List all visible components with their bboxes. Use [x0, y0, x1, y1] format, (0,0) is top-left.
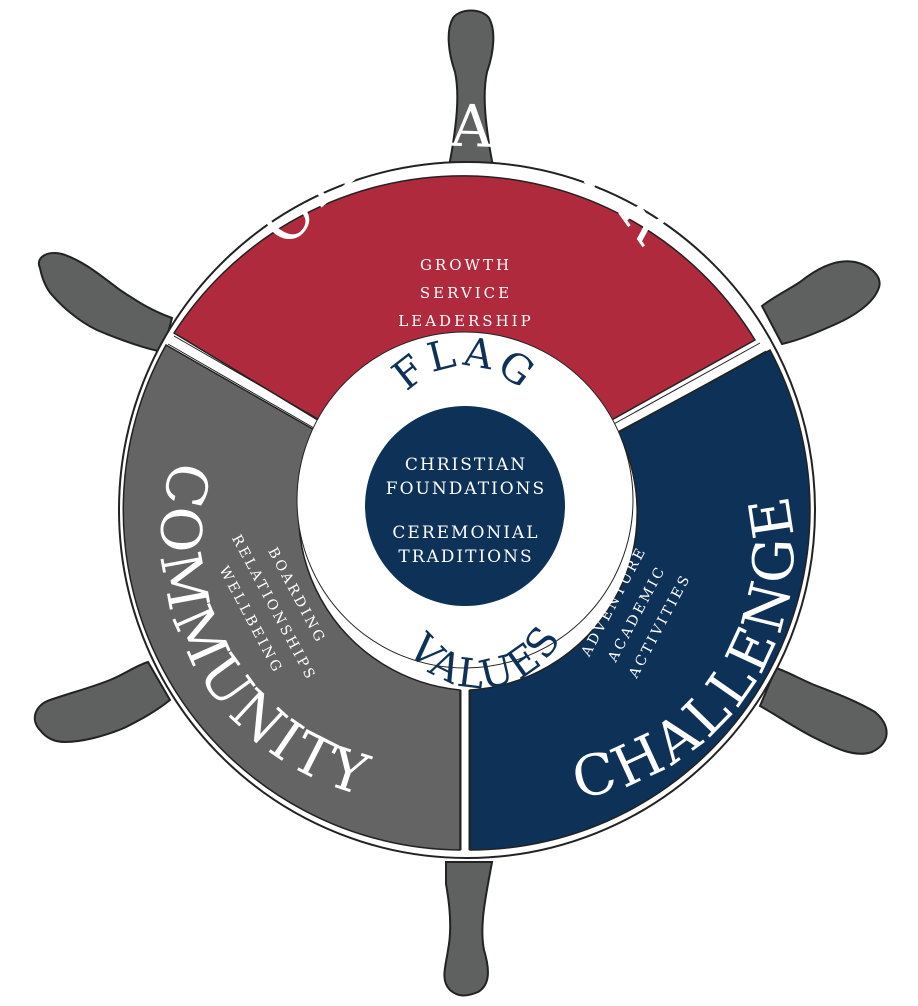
sector-community: [122, 343, 461, 851]
sector-challenge: [469, 348, 811, 851]
center-line-christian: CHRISTIAN: [405, 455, 527, 475]
handle-bottom: [443, 861, 494, 997]
sector-dividers: [167, 335, 767, 850]
handle-lower-left: [33, 660, 172, 744]
handle-lower-right: [758, 666, 888, 755]
wheel-handles: [33, 9, 888, 997]
handle-upper-left: [37, 252, 174, 354]
handle-upper-right: [760, 260, 881, 346]
center-line-foundations: FOUNDATIONS: [386, 479, 546, 499]
character-item-service: SERVICE: [420, 284, 512, 302]
center-disc: [365, 406, 565, 606]
character-item-growth: GROWTH: [420, 256, 512, 274]
center-line-ceremonial: CEREMONIAL: [392, 523, 539, 543]
character-item-leadership: LEADERSHIP: [398, 312, 533, 330]
handle-top: [446, 9, 496, 173]
center-line-traditions: TRADITIONS: [398, 547, 533, 567]
